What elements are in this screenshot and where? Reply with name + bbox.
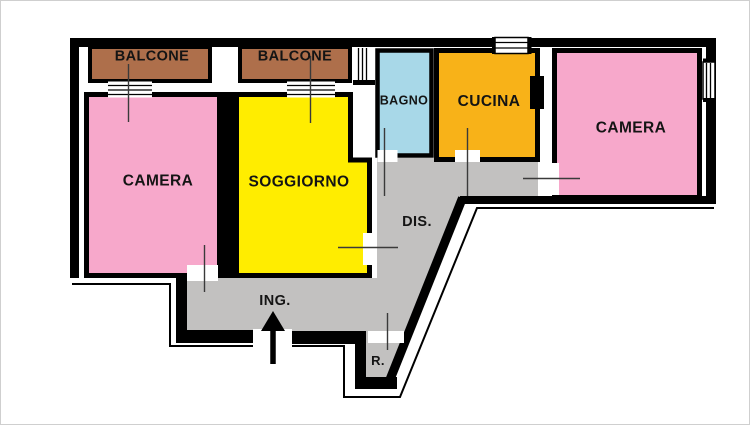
window-top: [492, 36, 532, 55]
window-right-cap-top: [703, 58, 715, 63]
label-balcone-1: BALCONE: [115, 49, 190, 65]
label-camera-right: CAMERA: [596, 120, 666, 137]
wall-cucina-pilaster: [530, 76, 544, 109]
window-balcone1: [108, 84, 152, 96]
window-bagno-shaft: [357, 48, 368, 82]
wall-left: [70, 38, 79, 278]
opening-ripostiglio-door: [368, 331, 404, 343]
opening-camera-left-door: [187, 265, 218, 281]
door-swing-lines: [127, 56, 580, 350]
label-ingresso: ING.: [259, 293, 290, 309]
label-cucina: CUCINA: [458, 93, 521, 110]
label-soggiorno: SOGGIORNO: [249, 174, 350, 191]
opening-soggiorno-door: [363, 233, 374, 265]
window-top-panes: [495, 41, 528, 49]
wall-right: [706, 38, 716, 204]
room-disimpegno-connector: [377, 158, 538, 197]
window-right: [702, 58, 716, 102]
window-top-cap-right: [528, 37, 532, 54]
room-bagno: [375, 48, 434, 158]
wall-ripostiglio-left: [355, 331, 366, 389]
opening-bagno-door: [377, 150, 398, 162]
room-camera-right: [552, 48, 702, 200]
wall-camera-soggiorno-divider: [219, 92, 237, 278]
window-right-frame: [702, 61, 716, 100]
wall-entry-right: [292, 331, 366, 344]
room-balcone-2: [238, 45, 352, 83]
room-camera-left: [84, 92, 222, 278]
entrance-arrow-head: [261, 311, 285, 331]
wall-diagonal: [382, 196, 467, 389]
label-balcone-2: BALCONE: [258, 49, 333, 65]
room-soggiorno: [234, 92, 372, 278]
wall-top: [70, 38, 716, 47]
exterior-contour-line: [72, 207, 714, 398]
window-top-frame: [494, 36, 529, 55]
label-ripostiglio: R.: [371, 353, 385, 368]
entrance-arrow-icon: [261, 311, 285, 364]
label-bagno: BAGNO: [380, 94, 429, 108]
wall-entry-left: [176, 330, 253, 343]
window-right-cap-bottom: [703, 98, 715, 102]
label-disimpegno: DIS.: [402, 214, 432, 230]
room-balcone-1: [88, 45, 212, 83]
window-top-cap-left: [492, 37, 496, 54]
window-right-panes: [705, 63, 712, 98]
label-camera-left: CAMERA: [123, 173, 193, 190]
window-bagno-sill: [353, 80, 375, 85]
wall-entry-step: [176, 275, 187, 343]
